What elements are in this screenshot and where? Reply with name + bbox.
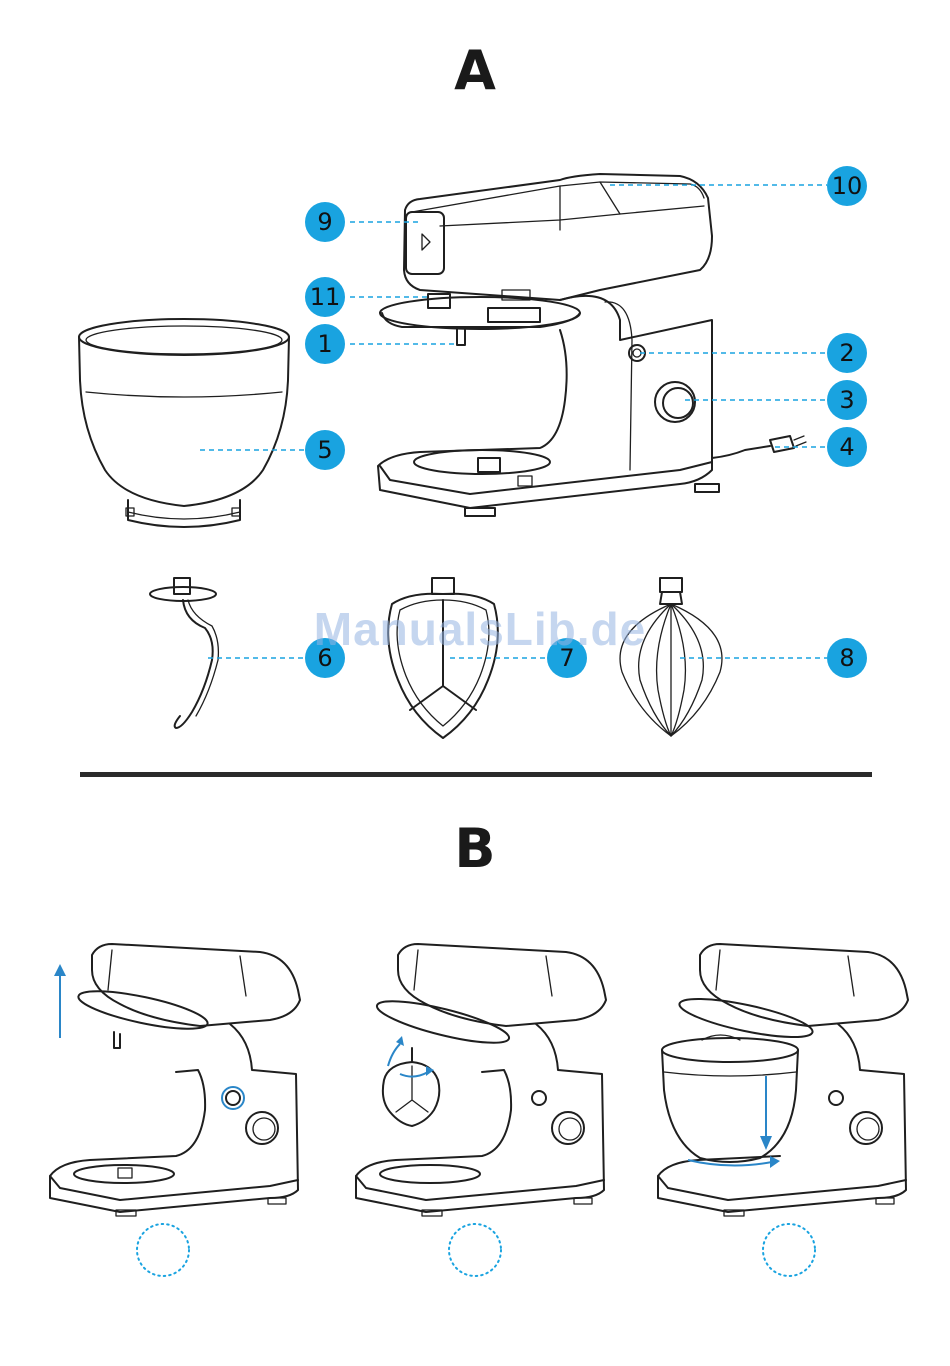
- dough-hook-drawing: [150, 578, 218, 728]
- callout-2: 2: [827, 333, 867, 373]
- callout-10: 10: [827, 166, 867, 206]
- step-1-indicator: [137, 1224, 189, 1276]
- step-3-mount-bowl-drawing: [658, 944, 908, 1216]
- section-divider: [80, 772, 872, 777]
- mixing-bowl-drawing: [79, 319, 289, 527]
- step-3-indicator: [763, 1224, 815, 1276]
- callout-5: 5: [305, 430, 345, 470]
- watermark: ManualsLib.de: [290, 602, 670, 656]
- callout-4: 4: [827, 427, 867, 467]
- callout-11: 11: [305, 277, 345, 317]
- step-2-attach-tool-drawing: [356, 944, 606, 1216]
- callout-leaders: [200, 185, 827, 658]
- callout-9: 9: [305, 202, 345, 242]
- callout-1: 1: [305, 324, 345, 364]
- section-b-heading: B: [425, 822, 525, 876]
- step-2-indicator: [449, 1224, 501, 1276]
- callout-8: 8: [827, 638, 867, 678]
- step-1-tilt-head-drawing: [50, 944, 300, 1216]
- callout-3: 3: [827, 380, 867, 420]
- stand-mixer-drawing: [378, 174, 806, 516]
